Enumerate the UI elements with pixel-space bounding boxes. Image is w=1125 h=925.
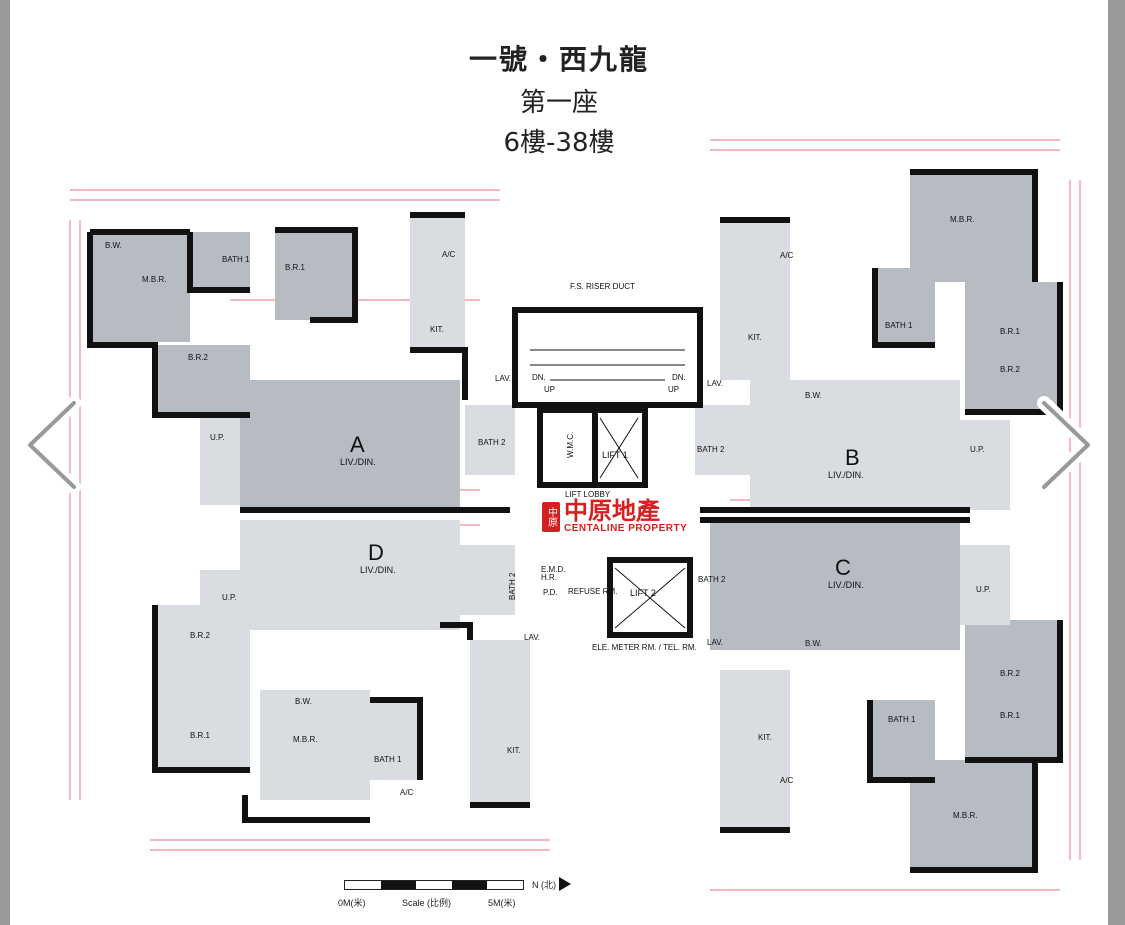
unit-b-up: U.P.: [970, 445, 985, 454]
scale-end: 5M(米): [488, 898, 516, 908]
core-emd: E.M.D.: [541, 565, 565, 574]
logo-cn: 中原地產: [564, 497, 660, 525]
north-indicator: N (北): [532, 877, 571, 891]
unit-a-br1: B.R.1: [285, 263, 306, 272]
unit-c-kitchen: KIT.: [758, 733, 772, 742]
core-refuge: REFUSE RM.: [568, 587, 617, 596]
unit-c-bay: B.W.: [805, 639, 822, 648]
block-title: 第一座: [519, 88, 598, 118]
unit-c: [700, 517, 1063, 873]
unit-b-bath1: BATH 1: [885, 321, 913, 330]
unit-c-br1: B.R.1: [1000, 711, 1021, 720]
unit-a-br2: B.R.2: [188, 353, 209, 362]
unit-b-bath2: BATH 2: [697, 445, 725, 454]
unit-b-br2: B.R.2: [1000, 365, 1021, 374]
unit-d-ac: A/C: [400, 788, 414, 797]
unit-a-bay: B.W.: [105, 241, 122, 250]
core-lift2: LIFT 2: [630, 588, 656, 598]
unit-b-lav: LAV.: [707, 379, 723, 388]
unit-d-bay: B.W.: [295, 697, 312, 706]
core-up-right: UP: [668, 385, 679, 394]
chevron-right-icon: [1037, 396, 1095, 494]
unit-d-bath2: BATH 2: [508, 572, 517, 600]
next-button[interactable]: [1036, 395, 1100, 495]
prev-button[interactable]: [18, 395, 82, 495]
unit-c-bath1: BATH 1: [888, 715, 916, 724]
scale-bar: 0M(米) Scale (比例) 5M(米): [338, 880, 524, 908]
building-core: [512, 307, 703, 640]
north-arrow-icon: [559, 877, 571, 891]
unit-c-up: U.P.: [976, 585, 991, 594]
unit-a-bath2: BATH 2: [478, 438, 506, 447]
centaline-logo: 中原 中原地產 CENTALINE PROPERTY: [538, 497, 692, 536]
unit-a-bath1: BATH 1: [222, 255, 250, 264]
core-hr: H.R.: [541, 573, 557, 582]
unit-d-bath1: BATH 1: [374, 755, 402, 764]
core-riser: F.S. RISER DUCT: [570, 282, 635, 291]
unit-d-br1: B.R.1: [190, 731, 211, 740]
unit-c-lav: LAV.: [707, 638, 723, 647]
unit-b-ac: A/C: [780, 251, 794, 260]
unit-b-kitchen: KIT.: [748, 333, 762, 342]
unit-d-living: LIV./DIN.: [360, 565, 396, 575]
unit-c-bath2: BATH 2: [698, 575, 726, 584]
unit-d-kitchen: KIT.: [507, 746, 521, 755]
floor-plan-drawing: A LIV./DIN. M.B.R. B.R.1 B.R.2 BATH 1 BA…: [69, 139, 1081, 891]
core-lobby: LIFT LOBBY: [565, 490, 611, 499]
unit-b-letter: B: [845, 445, 860, 470]
chevron-left-icon: [23, 396, 81, 494]
unit-b-master: M.B.R.: [950, 215, 974, 224]
unit-a: [87, 212, 515, 513]
unit-d-br2: B.R.2: [190, 631, 211, 640]
core-up-left: UP: [544, 385, 555, 394]
floor-range: 6樓-38樓: [503, 128, 615, 158]
unit-c-master: M.B.R.: [953, 811, 977, 820]
unit-a-living: LIV./DIN.: [340, 457, 376, 467]
unit-a-lav: LAV.: [495, 374, 511, 383]
core-meter: ELE. METER RM. / TEL. RM.: [592, 643, 697, 652]
unit-b: [695, 169, 1063, 513]
room-labels: A LIV./DIN. M.B.R. B.R.1 B.R.2 BATH 1 BA…: [105, 215, 1021, 820]
logo-seal: 中原: [542, 501, 560, 532]
unit-d-letter: D: [368, 540, 384, 565]
north-label: N (北): [532, 879, 556, 890]
unit-c-ac: A/C: [780, 776, 794, 785]
unit-d: [152, 520, 530, 823]
unit-c-br2: B.R.2: [1000, 669, 1021, 678]
unit-d-up: U.P.: [222, 593, 237, 602]
core-dn-left: DN.: [532, 373, 546, 382]
unit-a-up: U.P.: [210, 433, 225, 442]
unit-b-br1: B.R.1: [1000, 327, 1021, 336]
core-pd: P.D.: [543, 588, 558, 597]
unit-c-letter: C: [835, 555, 851, 580]
unit-a-kitchen: KIT.: [430, 325, 444, 334]
unit-d-lav: LAV.: [524, 633, 540, 642]
unit-b-living: LIV./DIN.: [828, 470, 864, 480]
unit-d-master: M.B.R.: [293, 735, 317, 744]
unit-a-ac: A/C: [442, 250, 456, 259]
floor-plan-sheet: 一號・西九龍 第一座 6樓-38樓: [10, 0, 1108, 925]
core-lift1: LIFT 1: [602, 450, 628, 460]
unit-c-living: LIV./DIN.: [828, 580, 864, 590]
logo-en: CENTALINE PROPERTY: [564, 523, 688, 534]
core-wmc: W.M.C.: [566, 432, 575, 458]
scale-start: 0M(米): [338, 898, 366, 908]
core-dn-right: DN.: [672, 373, 686, 382]
project-title: 一號・西九龍: [468, 43, 649, 76]
unit-a-letter: A: [350, 432, 365, 457]
unit-b-bay: B.W.: [805, 391, 822, 400]
scale-label: Scale (比例): [402, 898, 452, 908]
unit-a-master: M.B.R.: [142, 275, 166, 284]
